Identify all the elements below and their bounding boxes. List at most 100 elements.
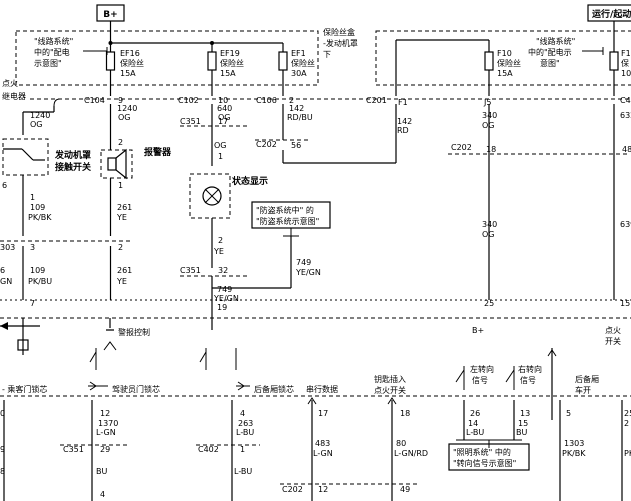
w1303-color: PK/BK — [562, 449, 586, 458]
w109b-color: PK/BU — [28, 277, 52, 286]
fuse-box-underhood — [15, 30, 319, 86]
w340og-b-color: OG — [482, 230, 495, 239]
alarm-control-label: 警报控制 — [118, 327, 150, 337]
wgn-left: GN — [0, 277, 12, 286]
edge-0: 0 — [0, 409, 5, 418]
w15: 15 — [518, 419, 528, 428]
driver-lock-label: 驾驶员门锁芯 — [112, 384, 160, 394]
pin-17: 17 — [218, 117, 228, 126]
run-crank-box — [587, 4, 631, 22]
w340og-b: 340 — [482, 220, 497, 229]
w640-color: OG — [218, 113, 231, 122]
fuse-ref-text-1: "线路系统" — [34, 36, 73, 46]
w142-c106-color: RD/BU — [287, 113, 313, 122]
w263-color: L-BU — [236, 428, 254, 437]
w142-c106: 142 — [289, 104, 304, 113]
pin-18-b: 18 — [400, 409, 410, 418]
pin-2-b: 2 — [118, 243, 123, 252]
pin-4-a: 4 — [100, 490, 105, 499]
fuse-ref-text-2: 中的"配电 — [34, 47, 70, 57]
pin-2-mid: 2 — [218, 236, 223, 245]
status-led — [189, 173, 231, 219]
fuse-ef19 — [207, 51, 217, 71]
w15-color: BU — [516, 428, 527, 437]
hood-switch-label-1: 发动机罩 — [54, 149, 91, 161]
light-ref-2: "转向信号示意图" — [453, 458, 516, 468]
fuse-ef16 — [105, 51, 116, 71]
ef19-type: 保险丝 — [220, 58, 244, 68]
pin-2-c106: 2 — [289, 96, 294, 105]
right-ref-text-1: "线路系统" — [536, 36, 575, 46]
w1303: 1303 — [564, 439, 584, 448]
wlbu: L-BU — [234, 467, 252, 476]
pin-7: 7 — [30, 299, 35, 308]
w1240-mid: 1240 — [117, 104, 137, 113]
horn-icon — [115, 148, 127, 180]
c202-c-label: C202 — [282, 485, 303, 494]
ign-switch-2: 开关 — [605, 336, 621, 346]
c4-right-label: C4 — [620, 96, 631, 105]
w261a: 261 — [117, 203, 132, 212]
alarm-siren — [100, 149, 133, 179]
c303-label: 303 — [0, 243, 15, 252]
w483: 483 — [315, 439, 330, 448]
pin-13: 13 — [520, 409, 530, 418]
pin-1-alarm: 1 — [118, 181, 123, 190]
ef1-rating: 30A — [291, 69, 307, 78]
right-turn-1: 右转向 — [518, 364, 542, 374]
theft-ref-2: "防盗系统示意图" — [256, 216, 319, 226]
w80: 80 — [396, 439, 406, 448]
pin-4-b: 4 — [240, 409, 245, 418]
right-ref-text-3: 意图" — [540, 58, 560, 68]
pin-3: 3 — [30, 243, 35, 252]
ign-switch-1: 点火 — [605, 326, 621, 335]
light-ref-1: "照明系统" 中的 — [453, 447, 511, 457]
trunk-open-1: 后备厢 — [575, 374, 599, 384]
fuse-box-title-1: 保险丝盒 — [323, 27, 355, 37]
fuse-f10 — [484, 51, 494, 71]
edge-8: 8 — [0, 467, 5, 476]
key-in-2: 点火开关 — [374, 385, 406, 395]
ign-relay-label-1: 点火 — [2, 79, 18, 88]
w261a-color: YE — [116, 213, 127, 222]
pin-29: 29 — [100, 445, 110, 454]
right-turn-2: 信号 — [520, 375, 536, 385]
alarm-label: 报警器 — [144, 146, 172, 158]
w1370: 1370 — [98, 419, 118, 428]
theft-ref-1: "防盗系统中" 的 — [256, 205, 314, 215]
fuse-ef1 — [278, 51, 288, 71]
ef16-rating: 15A — [120, 69, 136, 78]
w263: 263 — [238, 419, 253, 428]
w1370-color: L-GN — [96, 428, 116, 437]
edge-48: 48 — [622, 145, 631, 154]
trunk-lock-label: 后备厢锁芯 — [254, 384, 294, 394]
pin-17-b: 17 — [318, 409, 328, 418]
fuse-box-title-2: -发动机罩 — [323, 38, 358, 48]
edge-639: 639 — [620, 220, 631, 229]
f1r-type: 保 — [621, 58, 629, 68]
pin-18: 18 — [486, 145, 496, 154]
pin-9: 9 — [118, 96, 123, 105]
pin-2-alarm: 2 — [118, 138, 123, 147]
w142rd: 142 — [397, 117, 412, 126]
pin-5: 5 — [566, 409, 571, 418]
w14: 14 — [468, 419, 478, 428]
edge-pk: PK — [624, 449, 631, 458]
w749b-color: YE/GN — [295, 268, 321, 277]
w142rd-color: RD — [397, 126, 409, 135]
pin-10: 10 — [218, 96, 228, 105]
w749a: 749 — [217, 285, 232, 294]
f10-type: 保险丝 — [497, 58, 521, 68]
w749b: 749 — [296, 258, 311, 267]
w261b: 261 — [117, 266, 132, 275]
pin-25: 25 — [484, 299, 494, 308]
w640: 640 — [217, 104, 232, 113]
status-display-label: 状态显示 — [232, 175, 268, 187]
f10-id: F10 — [497, 49, 512, 58]
fuse-box-right — [375, 30, 631, 86]
key-in-1: 钥匙插入 — [374, 374, 406, 384]
w1240-left-color: OG — [30, 120, 43, 129]
pin-j5: J5 — [483, 98, 491, 107]
w14-color: L-BU — [466, 428, 484, 437]
serial-data-label: 串行数据 — [306, 384, 338, 394]
